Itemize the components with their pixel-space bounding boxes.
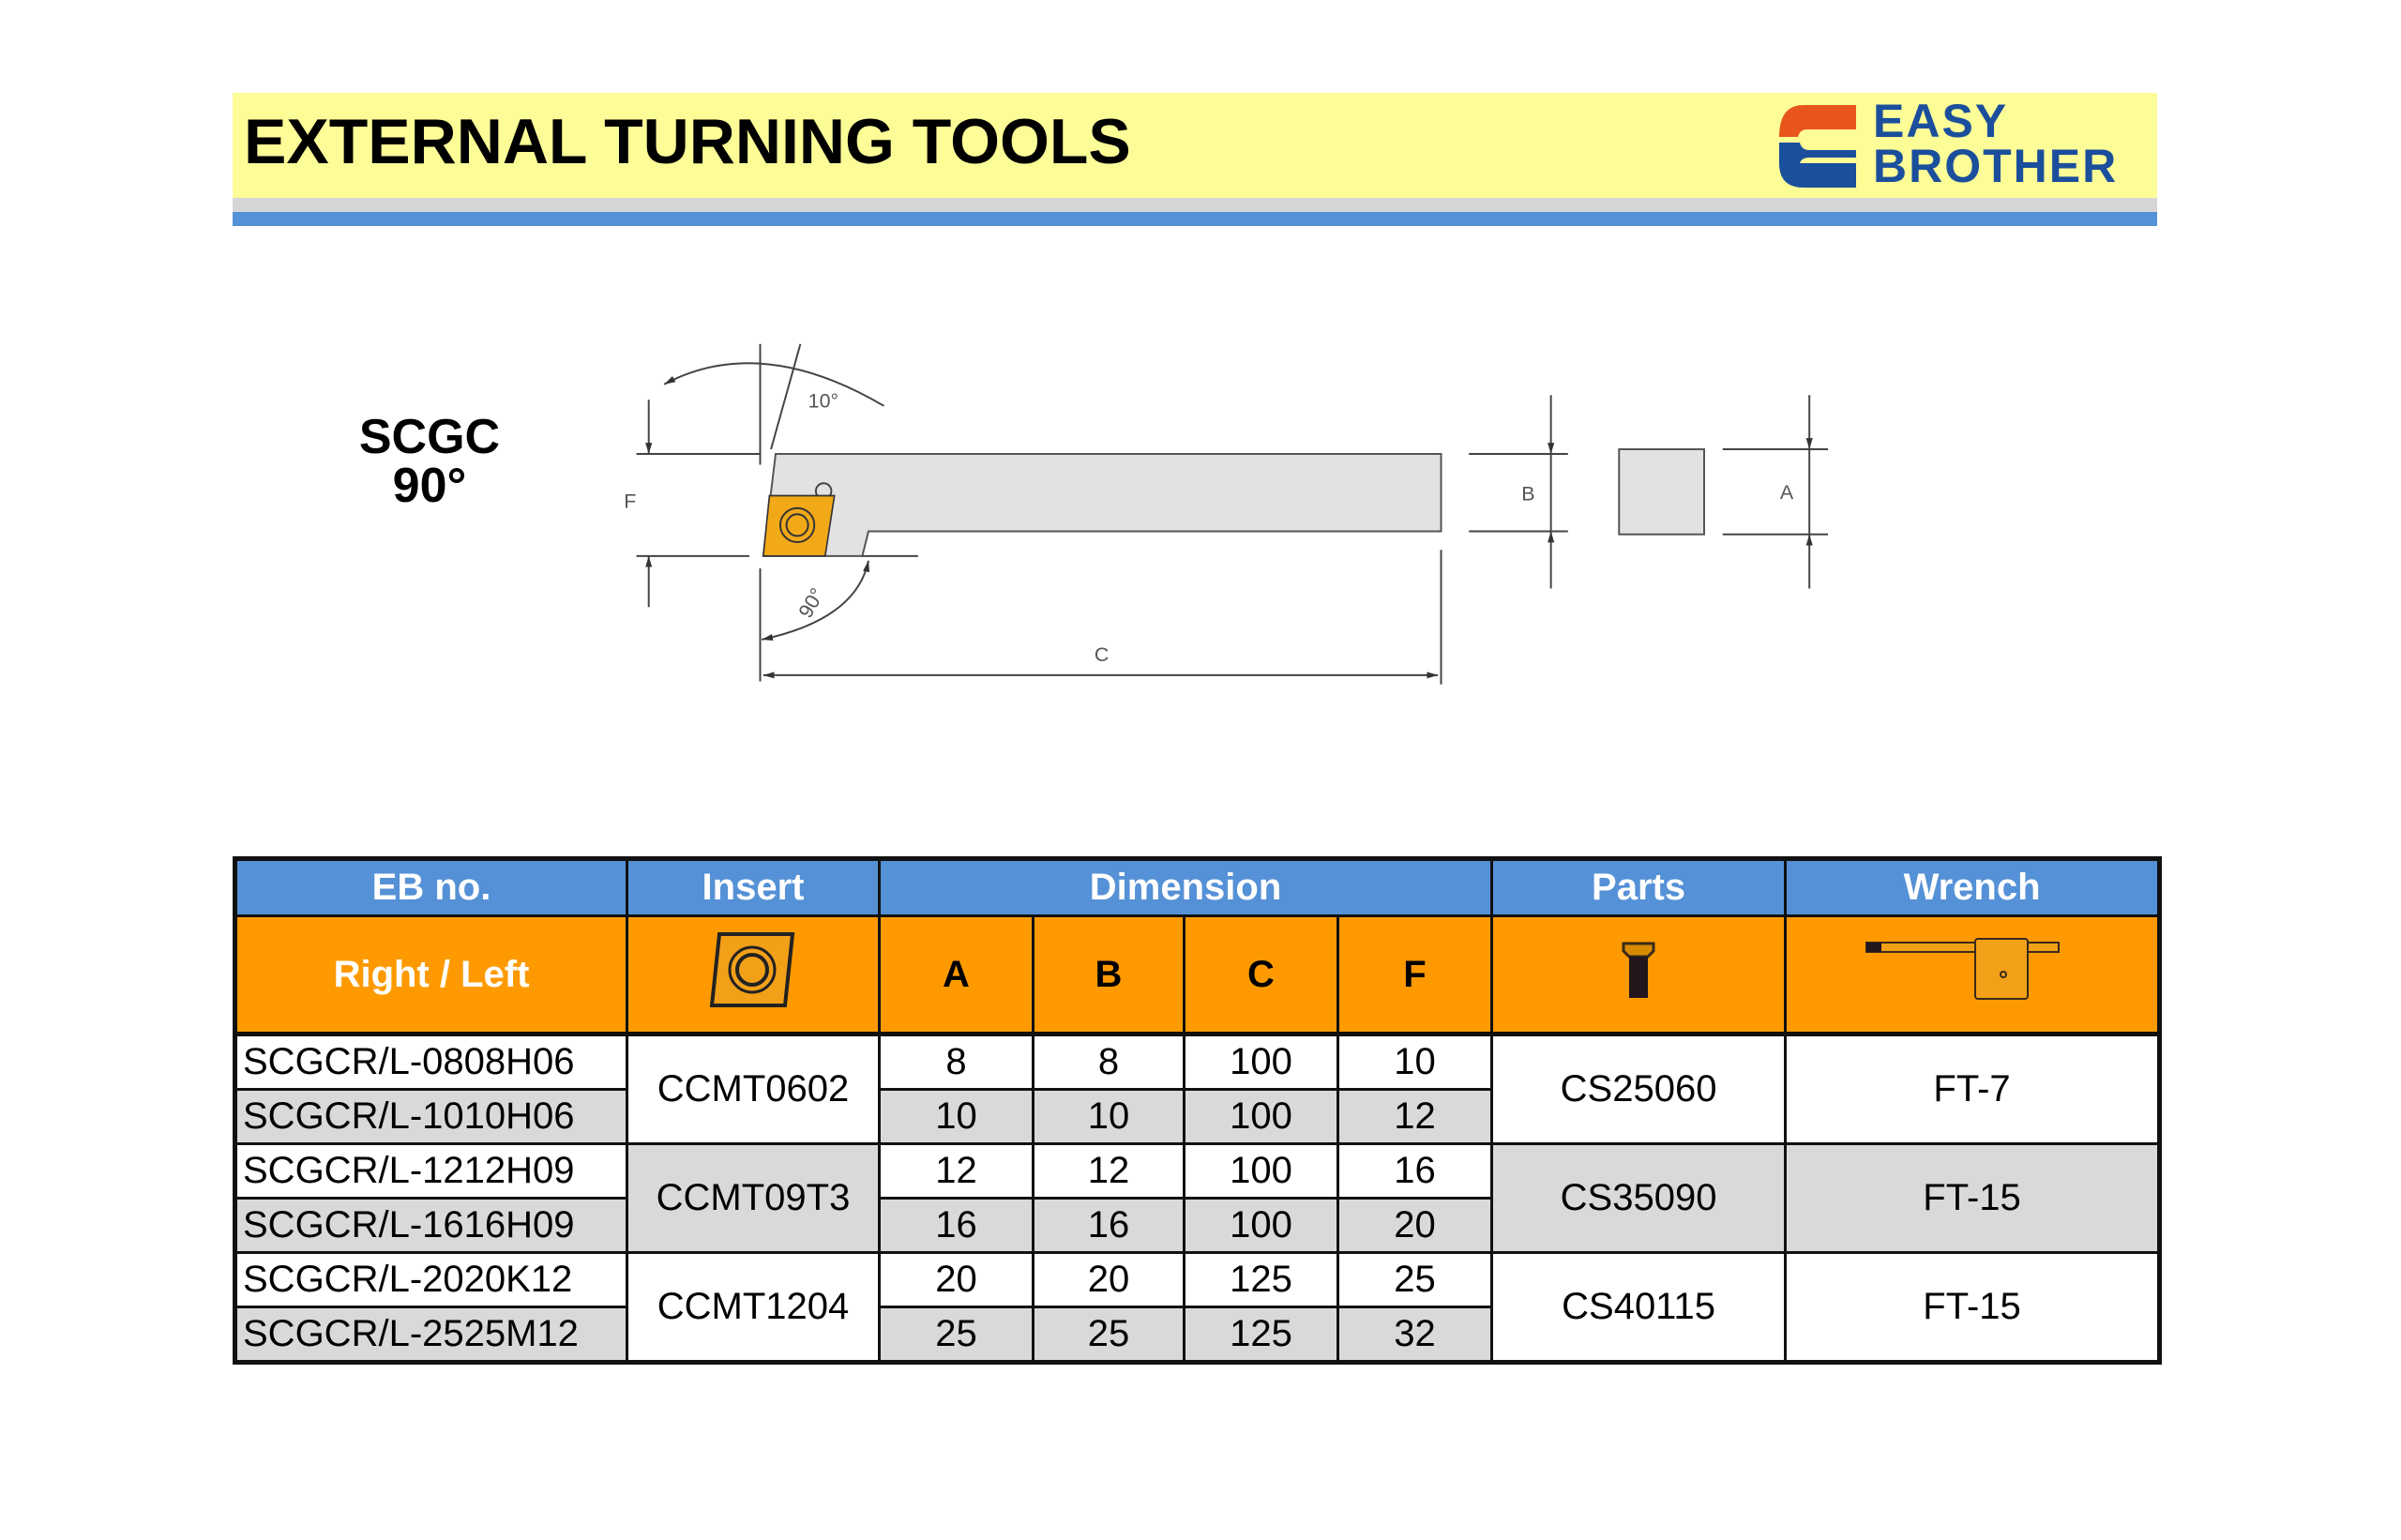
dim-a-cell: 16 (878, 1197, 1034, 1254)
dim-a-cell: 10 (878, 1088, 1034, 1145)
table-row: SCGCR/L-1010H06 10 10 100 12 (234, 1088, 2160, 1145)
header-dimension: Dimension (877, 857, 1494, 917)
subheader-right-left: Right / Left (234, 914, 628, 1036)
dim-f-cell: 16 (1336, 1142, 1494, 1200)
parts-cell: CS40115 (1490, 1251, 1788, 1364)
insert-cell: CCMT09T3 (626, 1142, 881, 1254)
dim-f-cell: 32 (1336, 1306, 1494, 1364)
dim-f-cell: 10 (1336, 1033, 1494, 1091)
header-divider-blue (233, 212, 2157, 226)
eb-no-cell: SCGCR/L-0808H06 (234, 1033, 628, 1091)
wrench-cell: FT-15 (1784, 1142, 2162, 1254)
wrench-icon (1865, 938, 2060, 1000)
dim-b-cell: 20 (1032, 1251, 1185, 1308)
wrench-cell: FT-7 (1784, 1033, 2162, 1145)
dim-c-cell: 125 (1183, 1251, 1339, 1308)
dim-b-cell: 8 (1032, 1033, 1185, 1091)
eb-no-cell: SCGCR/L-2525M12 (234, 1306, 628, 1364)
header-insert: Insert (626, 857, 881, 917)
subheader-parts-image (1490, 914, 1788, 1036)
dim-a-cell: 20 (878, 1251, 1034, 1308)
insert-icon (762, 494, 836, 557)
subheader-a: A (878, 914, 1034, 1036)
tool-holder-drawing: 10° 90° F C B A (624, 343, 1828, 685)
parts-cell: CS35090 (1490, 1142, 1788, 1254)
subheader-wrench-image (1784, 914, 2162, 1036)
logo-text-easy: EASY (1873, 95, 2009, 147)
insert-cell: CCMT1204 (626, 1251, 881, 1364)
dim-a-cell: 12 (878, 1142, 1034, 1200)
label-bottom-angle: 90° (794, 584, 829, 622)
dim-a-cell: 25 (878, 1306, 1034, 1364)
dim-b-cell: 16 (1032, 1197, 1185, 1254)
dim-b-cell: 25 (1032, 1306, 1185, 1364)
model-angle: 90° (392, 459, 467, 513)
subheader-f: F (1336, 914, 1494, 1036)
table-row: SCGCR/L-0808H06 CCMT0602 8 8 100 10 CS25… (234, 1033, 2162, 1145)
wrench-cell: FT-15 (1784, 1251, 2162, 1364)
dim-c-cell: 100 (1183, 1033, 1339, 1091)
dim-c-cell: 100 (1183, 1197, 1339, 1254)
label-top-angle: 10° (808, 389, 838, 412)
parts-cell: CS25060 (1490, 1033, 1788, 1145)
logo-e-mark-icon (1779, 105, 1856, 188)
eb-no-cell: SCGCR/L-1010H06 (234, 1088, 628, 1145)
eb-no-cell: SCGCR/L-1616H09 (234, 1197, 628, 1254)
shank-section (1618, 448, 1705, 536)
table-row: SCGCR/L-1212H09 CCMT09T3 12 12 100 16 CS… (234, 1142, 2162, 1254)
eb-no-cell: SCGCR/L-1212H09 (234, 1142, 628, 1200)
dim-b-cell: 12 (1032, 1142, 1185, 1200)
header-parts: Parts (1490, 857, 1788, 917)
subheader-c: C (1183, 914, 1339, 1036)
subheader-b: B (1032, 914, 1185, 1036)
dim-c-cell: 100 (1183, 1088, 1339, 1145)
header-eb-no: EB no. (234, 857, 628, 917)
label-c: C (1095, 643, 1109, 666)
model-label: SCGC 90° (319, 413, 540, 510)
insert-cell: CCMT0602 (626, 1033, 881, 1145)
screw-icon (1622, 942, 1655, 998)
header-divider-gray (233, 198, 2157, 212)
holder-shank (762, 452, 1442, 557)
dim-f-cell: 25 (1336, 1251, 1494, 1308)
insert-icon (709, 932, 795, 1007)
model-name: SCGC (358, 410, 501, 464)
spec-table: EB no. Insert Dimension Parts Wrench Rig… (233, 856, 2163, 1365)
label-b: B (1521, 482, 1534, 505)
logo-text-brother: BROTHER (1873, 140, 2119, 192)
label-f: F (624, 491, 636, 513)
eb-no-cell: SCGCR/L-2020K12 (234, 1251, 628, 1308)
easy-brother-logo: EASY BROTHER (1775, 95, 2151, 192)
page-title: EXTERNAL TURNING TOOLS (244, 106, 1131, 177)
dim-c-cell: 100 (1183, 1142, 1339, 1200)
table-row: SCGCR/L-2020K12 CCMT1204 20 20 125 25 CS… (234, 1251, 2162, 1364)
dim-a-cell: 8 (878, 1033, 1034, 1091)
dim-b-cell: 10 (1032, 1088, 1185, 1145)
table-row: SCGCR/L-2525M12 25 25 125 32 (234, 1306, 2160, 1364)
dim-f-cell: 20 (1336, 1197, 1494, 1254)
table-row: SCGCR/L-1616H09 16 16 100 20 (234, 1197, 2160, 1254)
subheader-insert-image (626, 914, 881, 1036)
header-wrench: Wrench (1784, 857, 2162, 917)
label-a: A (1780, 481, 1794, 504)
dim-c-cell: 125 (1183, 1306, 1339, 1364)
dim-f-cell: 12 (1336, 1088, 1494, 1145)
